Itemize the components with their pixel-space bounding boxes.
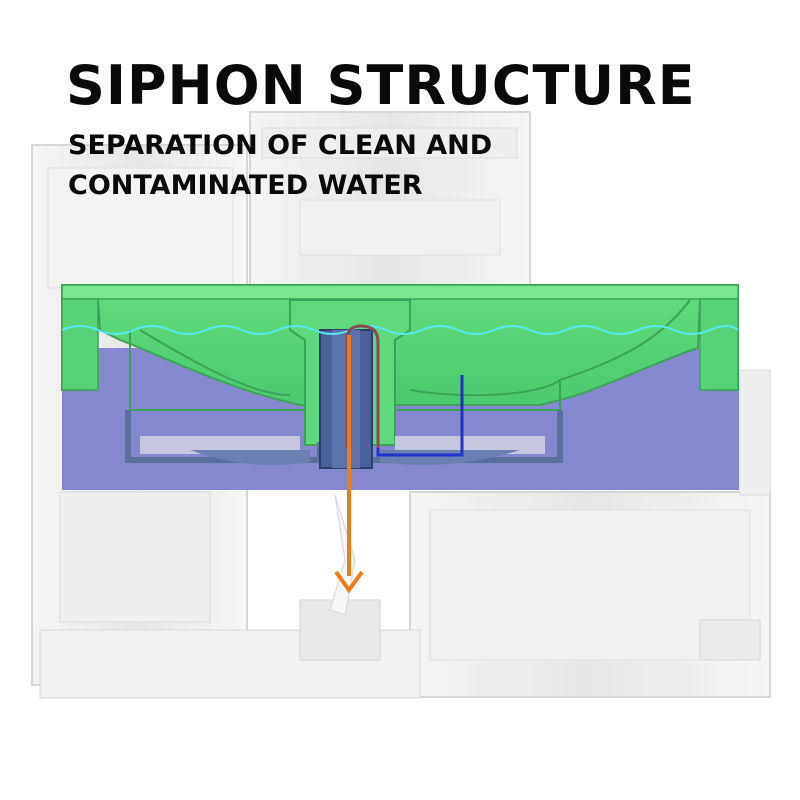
clean-flow-path	[376, 375, 464, 457]
clean-water-tank	[61, 284, 739, 446]
ghost-housing	[31, 111, 771, 699]
subtitle-line-2: CONTAMINATED WATER	[68, 170, 423, 201]
siphon-path	[345, 324, 380, 448]
arrow-down-icon	[334, 335, 364, 594]
subtitle: SEPARATION OF CLEAN AND CONTAMINATED WAT…	[68, 126, 528, 206]
water-level-line	[61, 325, 739, 335]
subtitle-line-1: SEPARATION OF CLEAN AND	[68, 130, 493, 161]
page-title: SIPHON STRUCTURE	[66, 54, 696, 117]
